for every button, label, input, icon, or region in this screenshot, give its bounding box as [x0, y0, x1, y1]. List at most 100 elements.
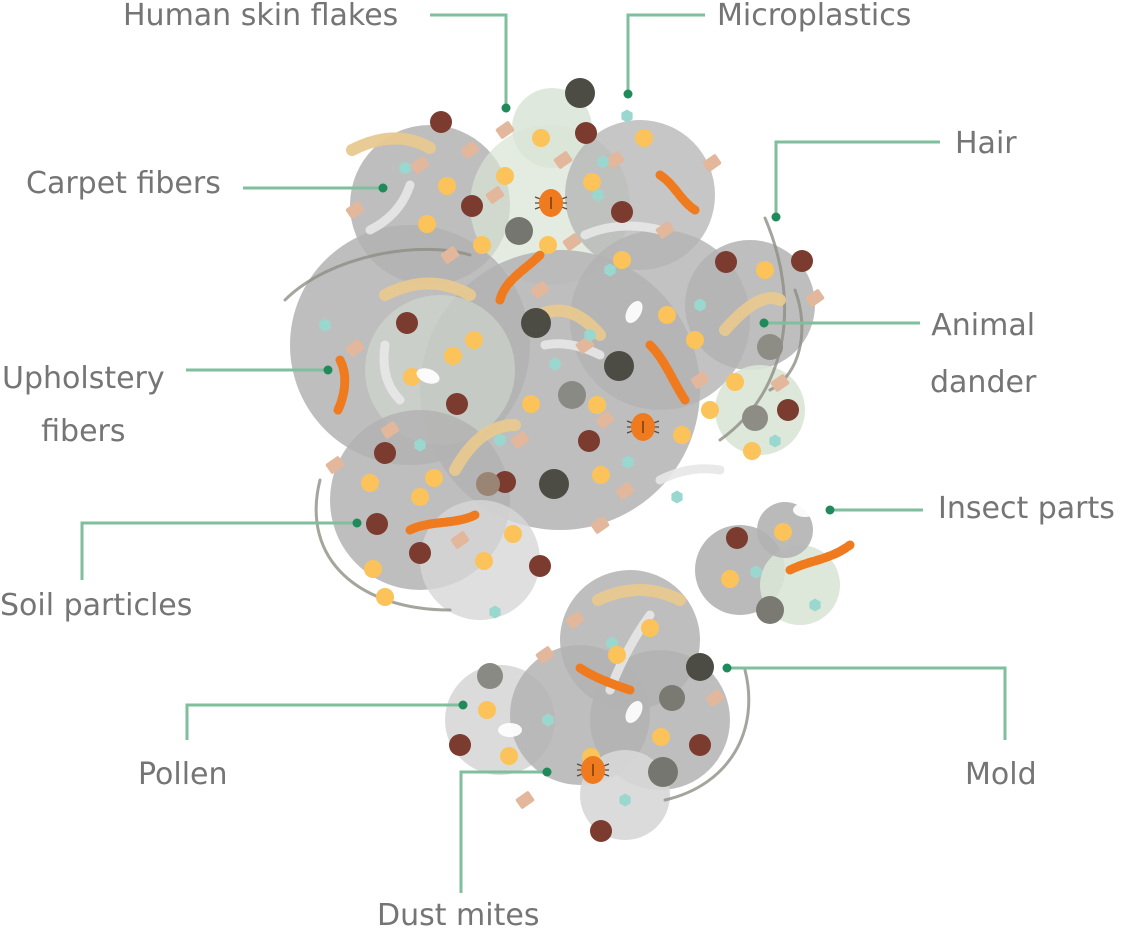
microplastic [750, 565, 762, 579]
skin-flake [450, 531, 470, 549]
insect-part [785, 540, 855, 575]
pollen-grain [418, 215, 436, 233]
label-carpet-fibers: Carpet fibers [26, 166, 221, 201]
soil-particle [461, 195, 483, 217]
pollen-grain [726, 373, 744, 391]
label-human-skin-flakes: Human skin flakes [123, 0, 399, 33]
label-upholstery-fibers-line2: fibers [41, 414, 126, 449]
microplastic [597, 155, 609, 169]
insect-part [575, 663, 635, 695]
leader-line [430, 13, 508, 108]
pollen-grain [438, 177, 456, 195]
dander-flake [416, 368, 440, 384]
mold-spore [558, 381, 586, 409]
soil-particle [494, 471, 516, 493]
label-microplastics: Microplastics [717, 0, 912, 33]
skin-flake [595, 411, 615, 429]
mold-spore [539, 469, 569, 499]
carpet-fiber [719, 292, 786, 336]
pollen-grain [652, 728, 670, 746]
label-pollen: Pollen [138, 757, 228, 792]
soil-particle [449, 734, 471, 756]
hair-strand [314, 478, 452, 612]
insect-part [405, 510, 480, 535]
pollen-grain [608, 646, 626, 664]
label-mold: Mold [965, 757, 1037, 792]
microplastic [809, 598, 821, 612]
pollen-grain [465, 331, 483, 349]
skin-flake [565, 611, 585, 629]
mold-spore [521, 308, 551, 338]
soil-particle-group [366, 111, 813, 842]
microplastic [549, 357, 561, 371]
mold-spore [756, 596, 784, 624]
microplastic [604, 263, 616, 277]
dust-clumps [290, 88, 840, 840]
upholstery-fiber [540, 339, 605, 360]
soil-particle [446, 393, 468, 415]
skin-flake [345, 201, 365, 219]
dander-flake [793, 503, 817, 517]
label-animal-dander-line1: Animal [931, 308, 1036, 343]
pollen-grain [721, 570, 739, 588]
label-hair: Hair [955, 126, 1017, 161]
leader-dot [771, 212, 781, 222]
pollen-grain [673, 426, 691, 444]
pollen-grain [376, 588, 394, 606]
skin-flake [590, 516, 610, 534]
soil-particle [715, 251, 737, 273]
mold-spore [604, 351, 634, 381]
skin-flake [440, 246, 460, 264]
mold-spore [648, 757, 678, 787]
skin-flake [380, 421, 400, 439]
pollen-grain [583, 173, 601, 191]
soil-particle [366, 513, 388, 535]
pollen-grain [496, 167, 514, 185]
pollen-grain [658, 306, 676, 324]
mold-spore [477, 663, 503, 689]
mold-spore [505, 217, 533, 245]
pollen-grain [473, 236, 491, 254]
skin-flake [562, 233, 582, 251]
microplastic [619, 793, 631, 807]
pollen-grain [361, 474, 379, 492]
microplastic [592, 188, 604, 202]
microplastic [621, 109, 633, 123]
insect-part-group [333, 170, 855, 695]
skin-flake [615, 482, 635, 500]
pollen-grain [592, 466, 610, 484]
upholstery-fiber [379, 340, 405, 405]
leader-dot [759, 318, 769, 328]
leader-dot [722, 663, 732, 673]
mold-spore [565, 78, 595, 108]
mold-spore [659, 685, 685, 711]
soil-particle [590, 820, 612, 842]
skin-flake [460, 141, 480, 159]
microplastic [584, 328, 596, 342]
skin-flake [770, 374, 790, 392]
carpet-fiber [449, 419, 521, 476]
soil-particle [611, 201, 633, 223]
skin-flake [345, 339, 365, 357]
pollen-grain [686, 331, 704, 349]
pollen-grain [425, 469, 443, 487]
carpet-fiber [346, 132, 436, 156]
pollen-grain [403, 368, 421, 386]
mold-spore [686, 653, 714, 681]
microplastic-group [319, 109, 821, 807]
skin-flake [410, 156, 430, 174]
microplastic [399, 161, 411, 175]
microplastic [494, 433, 506, 447]
pollen-group [361, 129, 792, 766]
microplastic [319, 318, 331, 332]
skin-flake [515, 791, 535, 809]
mold-group [476, 78, 784, 787]
mold-spore [757, 334, 783, 360]
skin-flake [485, 186, 505, 204]
skin-flake [655, 221, 675, 239]
soil-particle [578, 430, 600, 452]
dander-flake [625, 301, 643, 323]
skin-flake [510, 431, 530, 449]
pollen-grain [500, 747, 518, 765]
leader-line [459, 770, 547, 893]
